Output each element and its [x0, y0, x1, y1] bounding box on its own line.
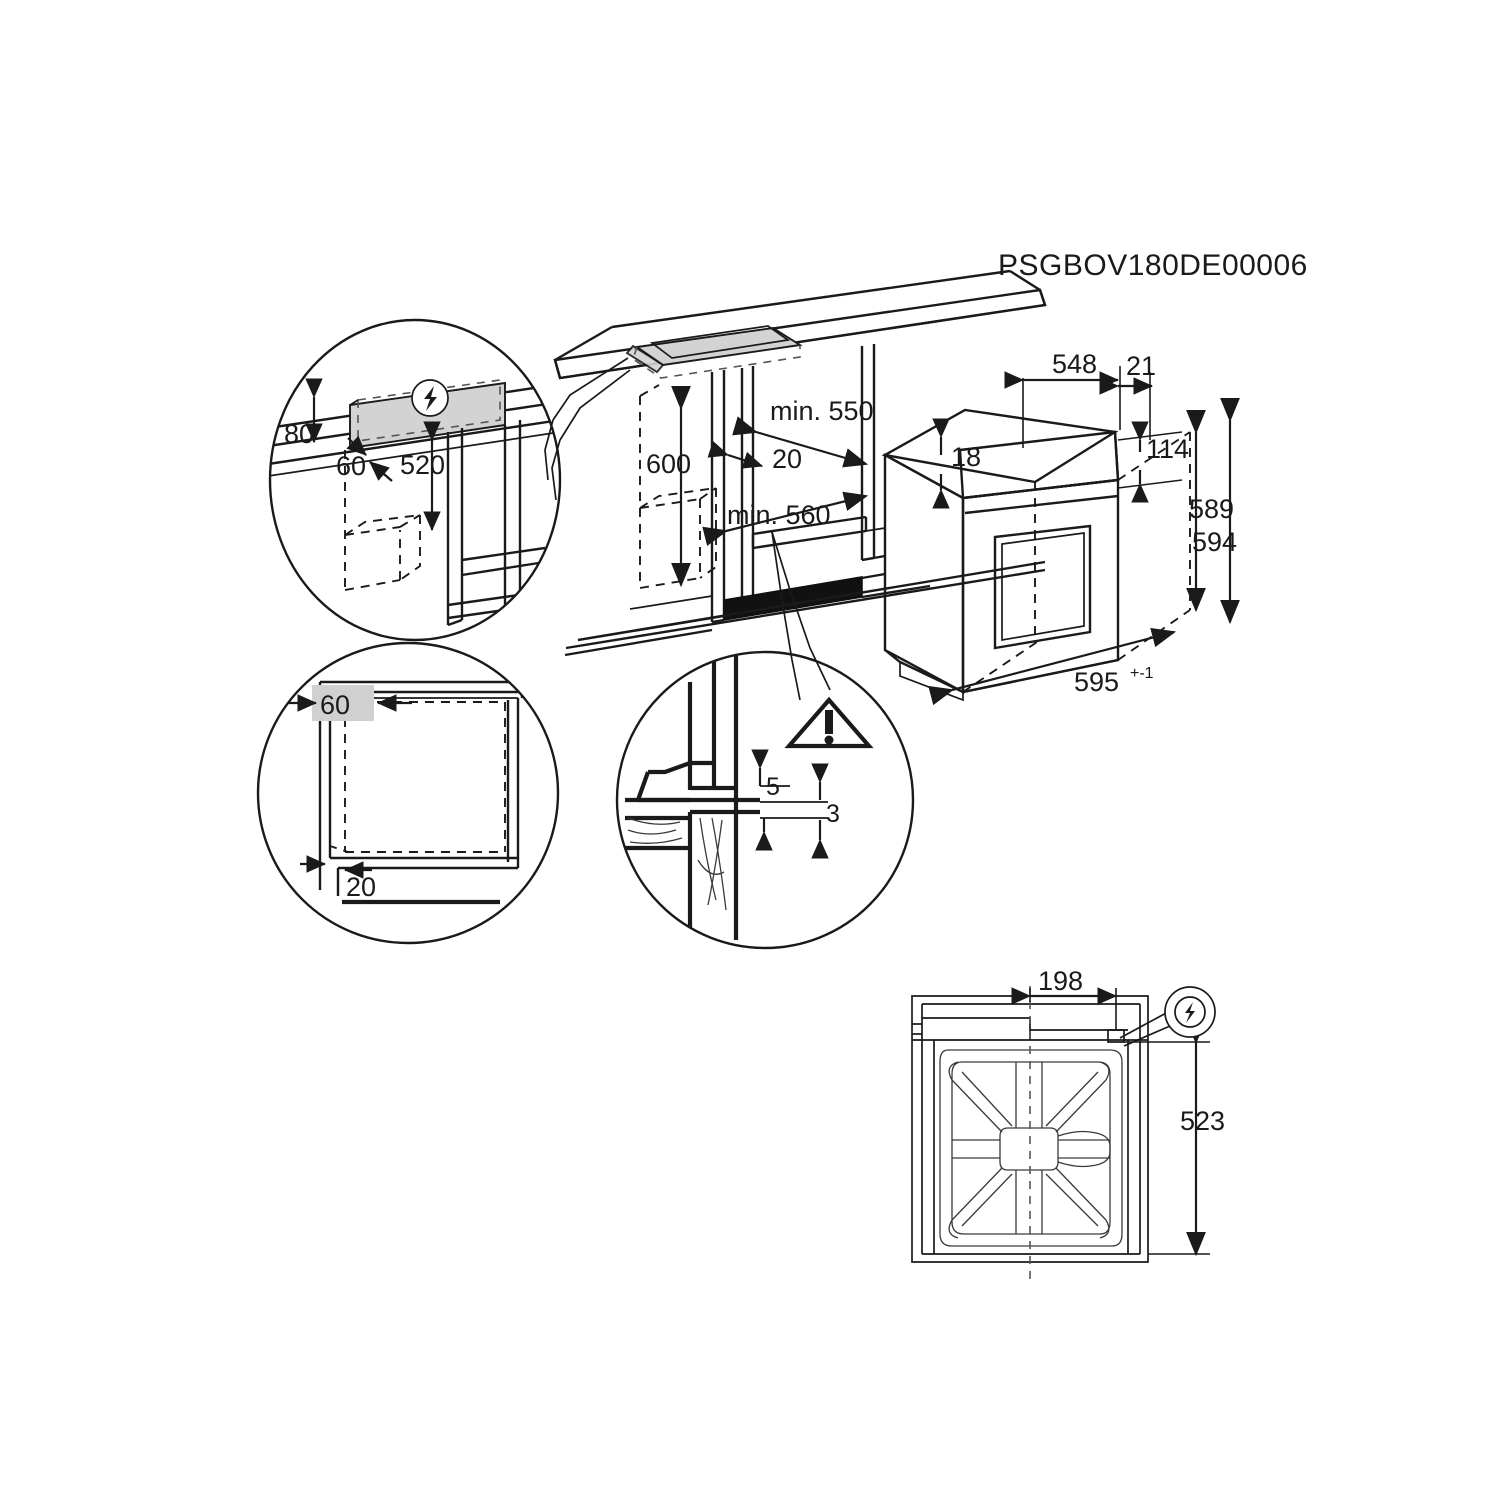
dim-5-label: 5 — [766, 773, 780, 801]
dim-523-label: 523 — [1180, 1106, 1225, 1136]
dim-60-top-label: 60 — [336, 451, 366, 481]
dim-595-label: 595 — [1074, 667, 1119, 697]
dim-18-group: 18 — [932, 418, 981, 509]
dim-548-label: 548 — [1052, 349, 1097, 379]
dim-3-label: 3 — [826, 800, 840, 828]
dim-60-plan-highlight — [312, 685, 374, 721]
dim-589-group: 589 — [1186, 410, 1234, 613]
worktop-perspective — [553, 269, 1047, 380]
dim-min560-label: min. 560 — [727, 500, 831, 530]
dim-520-label: 520 — [400, 450, 445, 480]
leader-center-detail — [771, 531, 831, 701]
dim-594-label: 594 — [1192, 527, 1237, 557]
dim-21-label: 21 — [1126, 351, 1156, 381]
oven-rear-view: 198 523 — [911, 966, 1225, 1282]
detail-circle-bottom-left: 60 20 — [256, 641, 560, 945]
dim-548-group: 548 — [1004, 349, 1121, 448]
dim-589-label: 589 — [1189, 494, 1234, 524]
dim-594-group: 594 — [1192, 398, 1240, 625]
dim-20-plan-label: 20 — [346, 872, 376, 902]
dim-20-niche-label: 20 — [772, 444, 802, 474]
leader-hob-detail — [544, 357, 631, 501]
dim-595-group: 595 +-1 — [928, 627, 1177, 706]
warning-triangle-icon — [784, 696, 874, 749]
dim-18-label: 18 — [951, 442, 981, 472]
oven-appliance — [861, 408, 1191, 702]
detail-circle-top-left: 80 60 520 — [268, 318, 562, 642]
detail-circle-center: 5 3 — [615, 650, 915, 950]
detail-outline-bottom-left — [256, 641, 560, 945]
drawing-code: PSGBOV180DE00006 — [998, 249, 1308, 282]
detail-outline-top-left — [268, 318, 562, 642]
dim-min550-label: min. 550 — [770, 396, 874, 426]
dim-min550-group: min. 550 — [732, 396, 874, 468]
dim-20-niche-group: 20 — [707, 440, 802, 474]
dim-114-label: 114 — [1146, 434, 1189, 464]
dim-60-plan-label: 60 — [320, 690, 350, 720]
dim-595-tolerance: +-1 — [1130, 665, 1154, 682]
dim-min560-group: min. 560 — [702, 491, 869, 546]
lightning-bolt-icon — [411, 379, 449, 417]
dim-80-label: 80 — [284, 419, 314, 449]
dim-114-group: 114 — [1117, 421, 1189, 503]
dim-21-group: 21 — [1099, 351, 1156, 440]
dim-198-label: 198 — [1038, 966, 1083, 996]
detail-outline-center — [615, 650, 915, 950]
lightning-bolt-icon — [1119, 986, 1216, 1047]
dim-600-label: 600 — [646, 449, 691, 479]
dim-600-group: 600 — [646, 386, 691, 588]
